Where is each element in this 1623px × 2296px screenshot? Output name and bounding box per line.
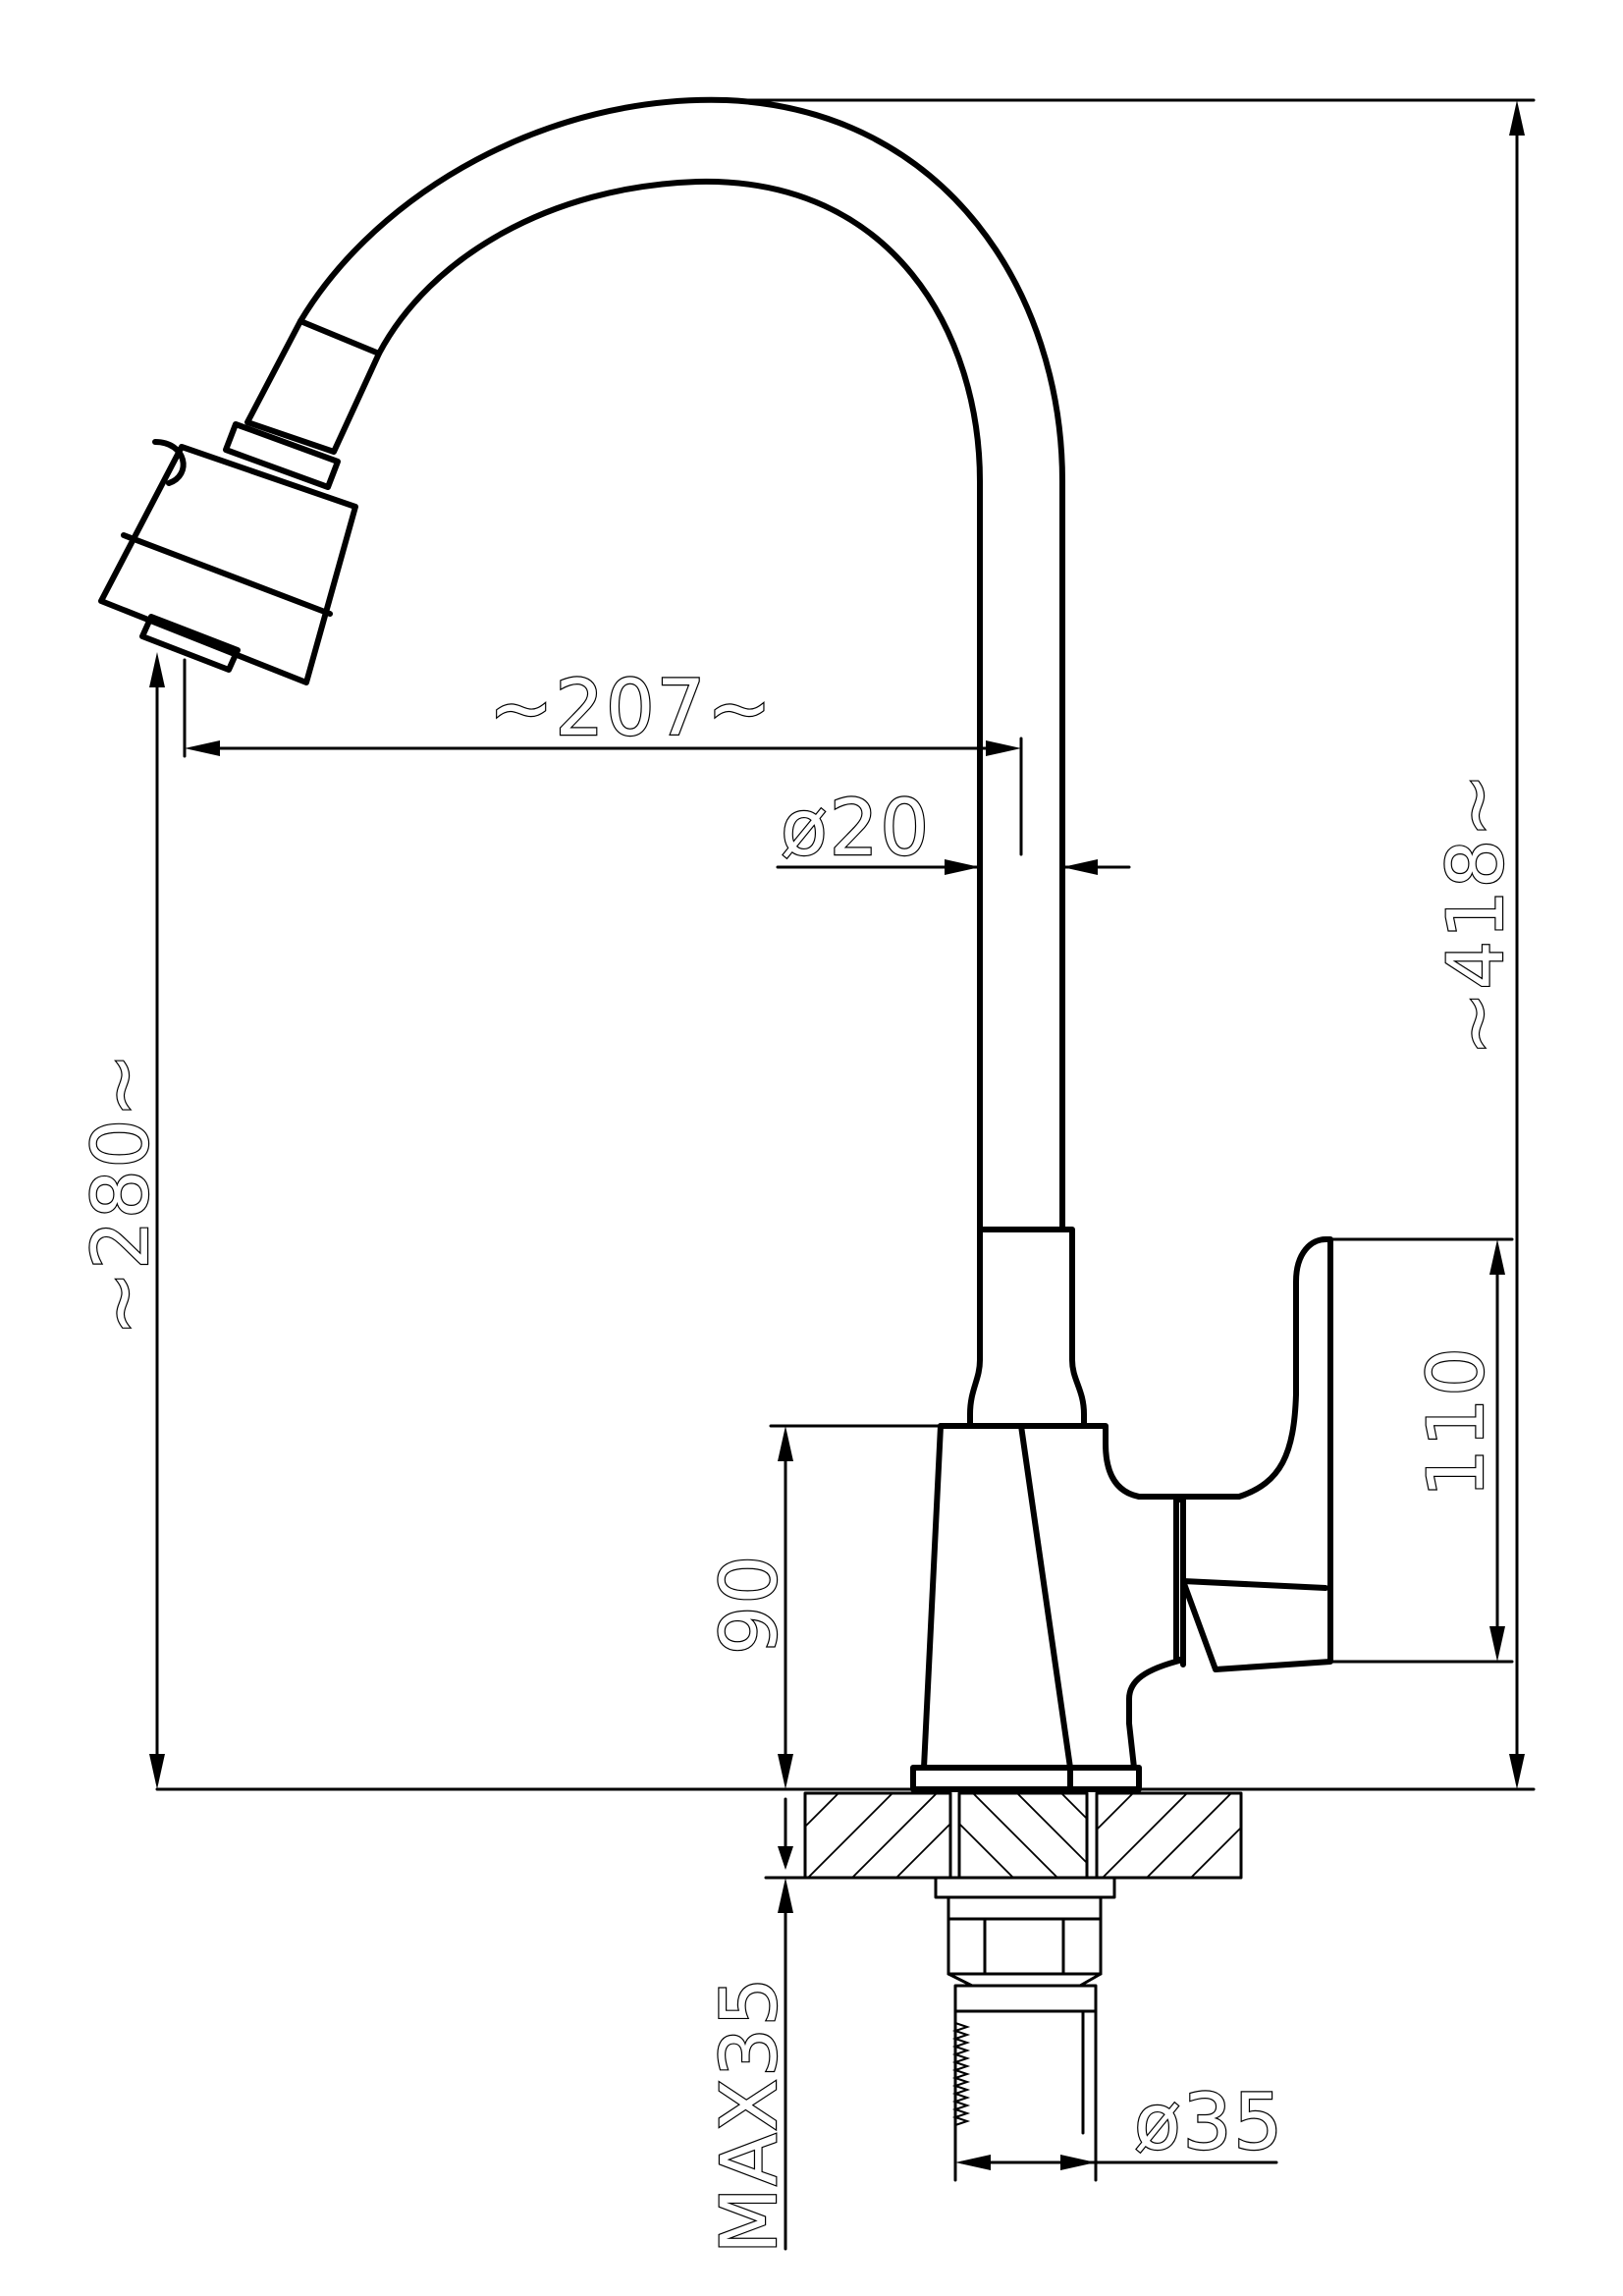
max-countertop-label: MAX35	[706, 1976, 794, 2254]
dimension-lines	[149, 98, 1536, 2251]
handle-lever	[1173, 1236, 1333, 1672]
faucet-body	[910, 1423, 1186, 1792]
body-height-label: 90	[706, 1554, 794, 1655]
countertop-section	[803, 1791, 1243, 1880]
handle-height-label: 110	[1413, 1345, 1501, 1498]
spout-height-label: ~280~	[78, 1051, 166, 1336]
spout-sleeve	[967, 1227, 1087, 1429]
reach-dimension-label: ~207~	[489, 665, 774, 753]
spray-head	[98, 318, 382, 685]
spout-diameter-label: ø20	[781, 785, 931, 873]
mounting-shank	[934, 1876, 1116, 2135]
total-height-label: ~418~	[1433, 771, 1521, 1056]
shank-diameter-label: ø35	[1134, 2079, 1284, 2167]
